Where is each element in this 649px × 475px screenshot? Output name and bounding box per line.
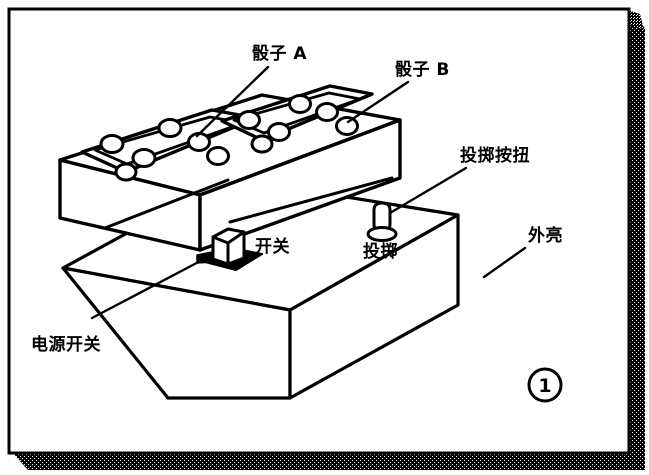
leader-dice-a <box>195 65 270 138</box>
toggle-switch[interactable] <box>196 227 263 271</box>
label-power-switch: 电源开关 <box>31 334 101 355</box>
leader-lines <box>90 65 527 320</box>
label-throw-button: 投掷按扭 <box>460 145 530 166</box>
frame-drop-shadow <box>12 10 645 470</box>
dice-housing-body <box>58 93 402 252</box>
label-dice-a: 骰子 A <box>252 44 307 64</box>
leader-shell <box>482 246 527 279</box>
dice-window-a <box>80 108 258 182</box>
label-throw: 投掷 <box>363 241 398 262</box>
dice-a-pips <box>99 118 230 182</box>
dice-b-pips <box>237 94 359 154</box>
figure-number-text: 1 <box>538 375 551 397</box>
leader-throw-button <box>388 166 468 215</box>
annotation-labels: 骰子 A 骰子 B 投掷按扭 外亮 开关 投掷 电源开关 <box>31 44 563 355</box>
label-switch: 开关 <box>255 236 290 257</box>
label-shell: 外亮 <box>528 225 563 246</box>
leader-dice-b <box>346 80 410 124</box>
figure-number: 1 <box>527 367 563 403</box>
label-dice-b: 骰子 B <box>395 60 450 80</box>
leader-power-switch <box>90 255 210 320</box>
dice-window-b <box>220 84 374 154</box>
device-drawing <box>58 84 460 400</box>
throw-button[interactable] <box>366 201 398 242</box>
